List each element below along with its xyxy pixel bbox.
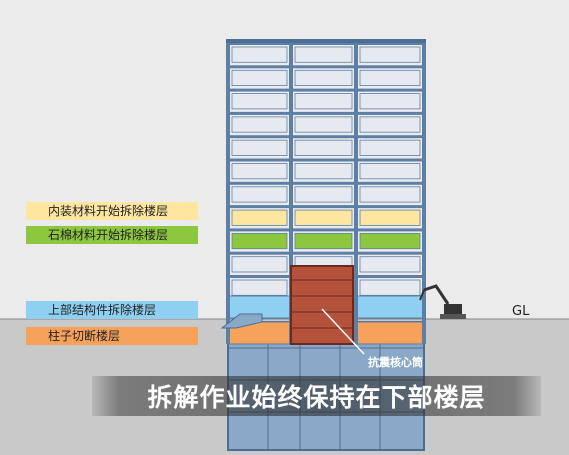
floor-8 <box>228 135 424 156</box>
ground-level-label: GL <box>512 304 530 319</box>
label-column-cutting: 柱子切断楼层 <box>26 327 198 345</box>
floor-7 <box>228 158 424 180</box>
roof <box>226 39 426 43</box>
building-column <box>422 42 426 344</box>
floor-10 <box>228 88 424 110</box>
floor-5 <box>228 205 424 226</box>
ramp <box>220 313 263 329</box>
label-asbestos-removal: 石棉材料开始拆除楼层 <box>26 226 198 244</box>
floor-9 <box>228 111 424 133</box>
building-column <box>226 42 230 344</box>
label-upper-structure-removal: 上部结构件拆除楼层 <box>26 301 198 319</box>
seismic-core-lines <box>291 279 353 329</box>
core-leader-line <box>321 308 365 355</box>
label-interior-removal: 内装材料开始拆除楼层 <box>26 202 198 220</box>
caption: 拆解作业始终保持在下部楼层 <box>147 383 486 412</box>
floor-12 <box>228 42 424 63</box>
building-column <box>289 42 293 344</box>
excavator <box>419 284 466 319</box>
caption-band <box>92 376 541 416</box>
seismic-core-label: 抗震核心筒 <box>368 356 423 369</box>
floor-6 <box>228 181 424 203</box>
floor-11 <box>228 65 424 87</box>
floor-4 <box>228 228 424 250</box>
building-column <box>354 42 358 344</box>
